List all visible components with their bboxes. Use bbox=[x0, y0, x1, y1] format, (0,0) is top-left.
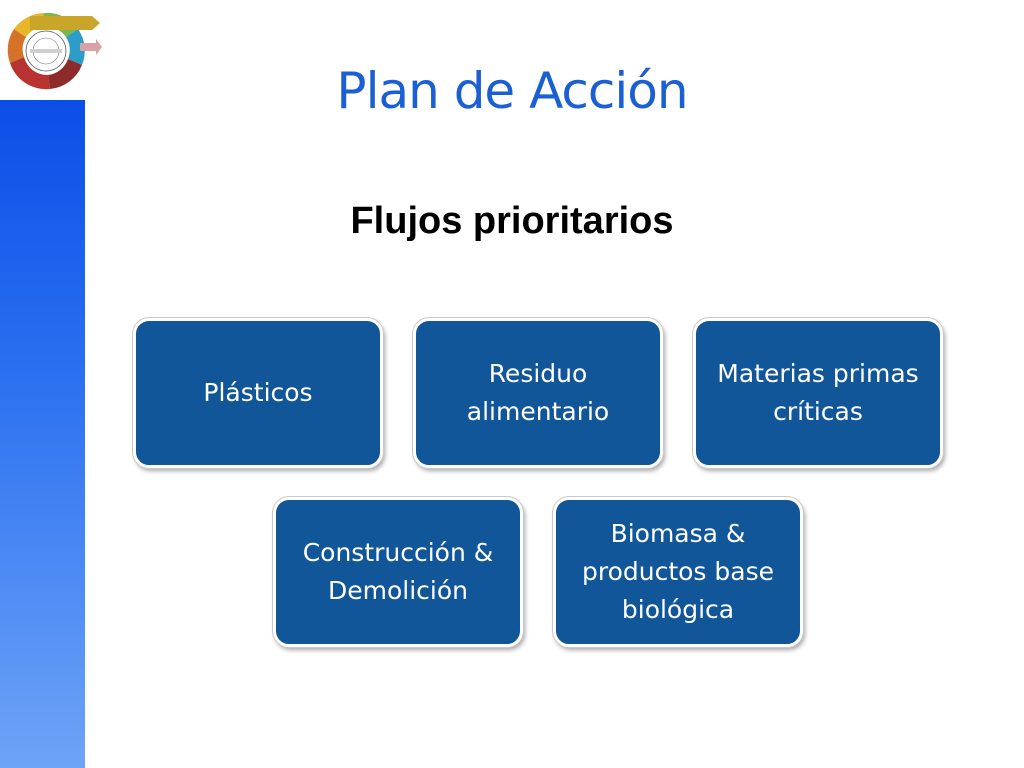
tile-construccion-demolicion[interactable]: Construcción & Demolición bbox=[273, 497, 523, 647]
tile-residuo-alimentario[interactable]: Residuo alimentario bbox=[413, 318, 663, 468]
tile-plasticos[interactable]: Plásticos bbox=[133, 318, 383, 468]
circular-economy-cycle-icon bbox=[7, 12, 102, 90]
slide-title: Plan de Acción bbox=[336, 62, 688, 120]
slide-subtitle: Flujos prioritarios bbox=[350, 200, 674, 242]
tile-materias-primas-criticas[interactable]: Materias primas críticas bbox=[693, 318, 943, 468]
tile-biomasa-productos-base-biologica[interactable]: Biomasa & productos base biológica bbox=[553, 497, 803, 647]
left-blue-sidebar bbox=[0, 100, 85, 768]
